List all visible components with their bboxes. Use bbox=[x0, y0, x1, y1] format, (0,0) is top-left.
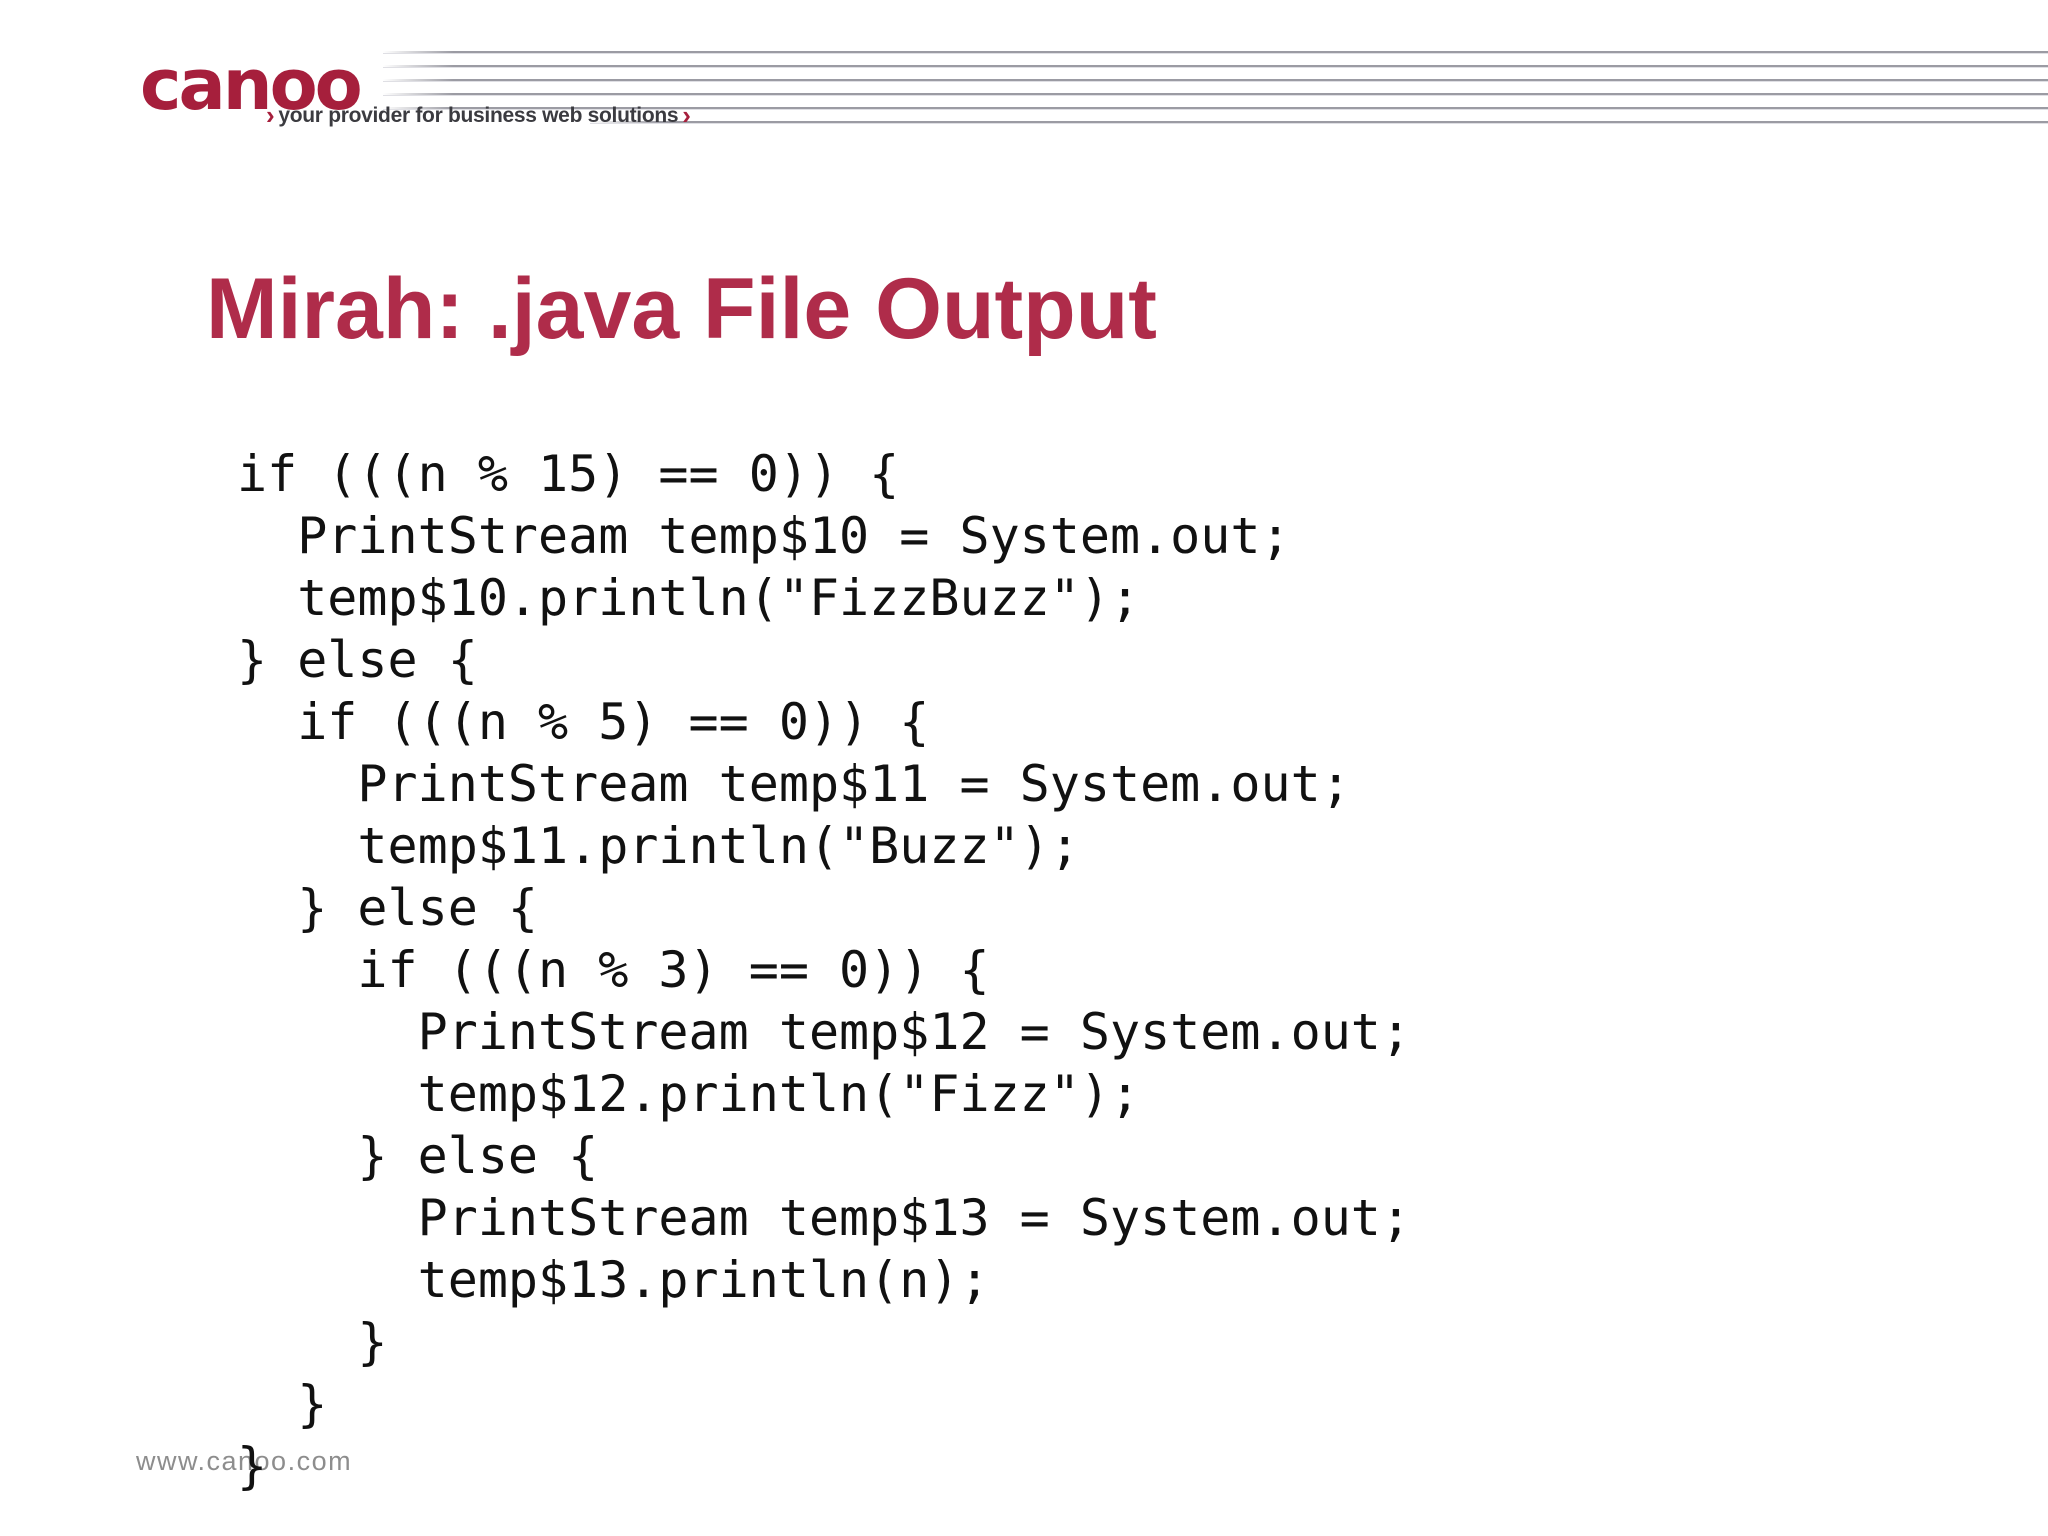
code-line: PrintStream temp$12 = System.out; bbox=[237, 1003, 1411, 1061]
canoo-logo: canoo bbox=[140, 44, 363, 126]
header-decorative-line bbox=[383, 51, 2048, 53]
brand-tagline: ›your provider for business web solution… bbox=[262, 100, 695, 130]
header-decorative-line bbox=[383, 93, 2048, 95]
code-line: if (((n % 5) == 0)) { bbox=[237, 693, 930, 751]
code-line: temp$13.println(n); bbox=[237, 1251, 990, 1309]
header-decorative-line bbox=[383, 65, 2048, 67]
tagline-text: your provider for business web solutions bbox=[278, 104, 679, 127]
chevron-right-icon: › bbox=[266, 100, 275, 130]
code-line: temp$10.println("FizzBuzz"); bbox=[237, 569, 1141, 627]
code-line: } bbox=[237, 1313, 388, 1371]
code-line: } else { bbox=[237, 879, 539, 937]
chevron-right-icon: › bbox=[682, 100, 691, 130]
code-line: if (((n % 3) == 0)) { bbox=[237, 941, 990, 999]
code-line: temp$11.println("Buzz"); bbox=[237, 817, 1080, 875]
slide-title: Mirah: .java File Output bbox=[206, 261, 1157, 357]
code-line: PrintStream temp$11 = System.out; bbox=[237, 755, 1351, 813]
code-line: PrintStream temp$10 = System.out; bbox=[237, 507, 1291, 565]
code-line: temp$12.println("Fizz"); bbox=[237, 1065, 1141, 1123]
code-line: } else { bbox=[237, 1127, 599, 1185]
header-decorative-line bbox=[383, 79, 2048, 81]
code-line: } bbox=[237, 1375, 328, 1433]
code-block: if (((n % 15) == 0)) { PrintStream temp$… bbox=[237, 443, 1411, 1497]
footer-website-url: www.canoo.com bbox=[136, 1446, 353, 1476]
header-decorative-line bbox=[383, 107, 2048, 109]
code-line: PrintStream temp$13 = System.out; bbox=[237, 1189, 1411, 1247]
code-line: } bbox=[237, 1437, 268, 1495]
code-line: if (((n % 15) == 0)) { bbox=[237, 445, 900, 503]
code-line: } else { bbox=[237, 631, 478, 689]
header-decorative-line bbox=[590, 121, 2048, 123]
